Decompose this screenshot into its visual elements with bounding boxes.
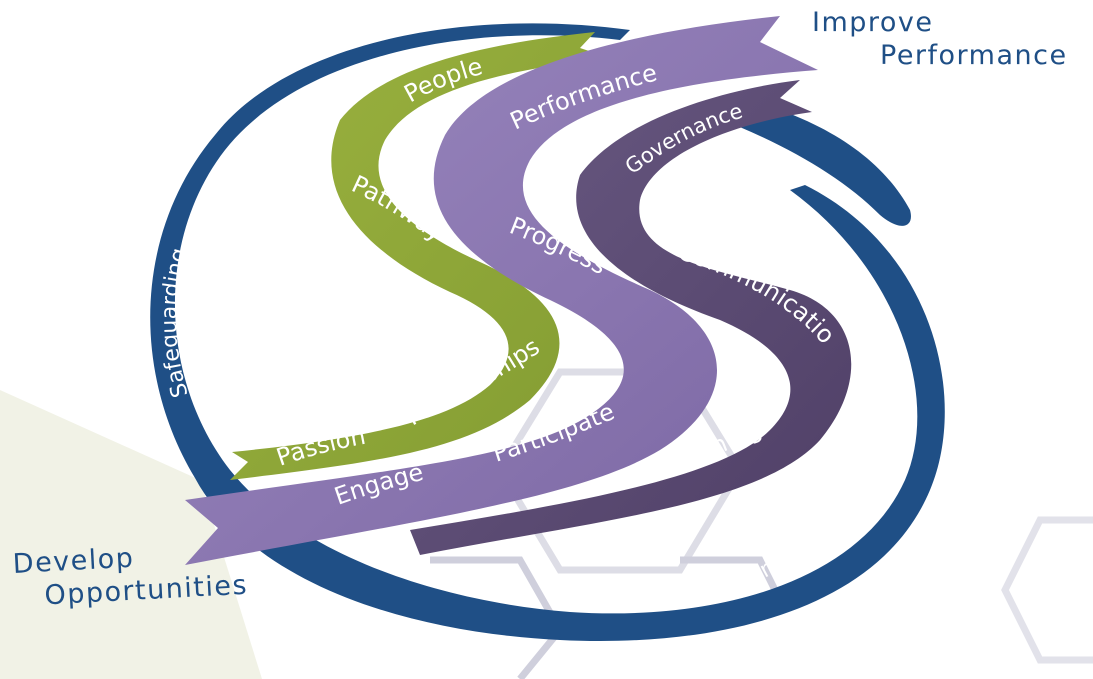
background-shape xyxy=(0,390,262,679)
purple-ribbon xyxy=(185,16,818,565)
improve-line-1: Improve xyxy=(812,7,934,38)
dark-ribbon xyxy=(410,80,852,555)
improve-line-2: Performance xyxy=(880,40,1068,71)
improve-performance-label: Improve Performance xyxy=(812,6,1068,72)
green-ribbon xyxy=(230,32,610,480)
blue-ring xyxy=(150,23,945,642)
develop-opportunities-label: Develop Opportunities xyxy=(12,536,249,614)
